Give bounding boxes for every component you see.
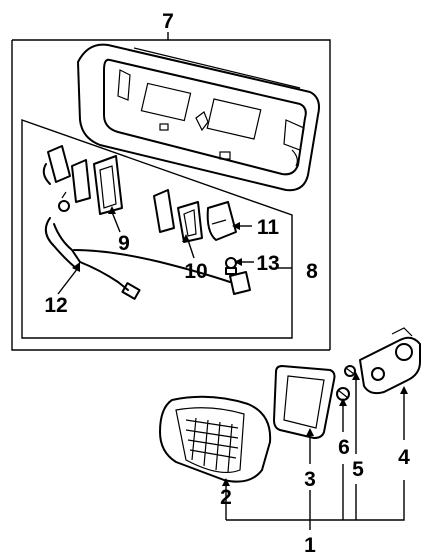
callout-10: 10 (184, 260, 207, 283)
sub-assembly-box (21, 119, 293, 339)
socket-11 (206, 201, 237, 241)
callout-8: 8 (306, 260, 318, 283)
callout-9: 9 (118, 232, 130, 255)
leader-lines (57, 206, 408, 530)
wire-harness-12 (44, 191, 251, 300)
bulb-13 (225, 257, 237, 275)
combination-lamp-2 (159, 395, 272, 483)
lens-gasket-3 (273, 365, 336, 439)
lamp-housing-panel (77, 43, 320, 192)
callout-4: 4 (398, 446, 410, 469)
callout-2: 2 (220, 486, 232, 509)
bulb-5 (344, 365, 356, 377)
lens-10 (153, 189, 203, 243)
callout-6: 6 (338, 436, 350, 459)
outer-assembly-box (11, 32, 331, 351)
callout-3: 3 (304, 468, 316, 491)
lens-9 (93, 155, 123, 215)
callout-7: 7 (162, 10, 174, 33)
callout-12: 12 (44, 294, 67, 317)
callout-11: 11 (257, 216, 280, 239)
socket-assembly-4 (359, 327, 421, 395)
callout-13: 13 (256, 252, 279, 275)
callout-1: 1 (304, 534, 316, 557)
callout-5: 5 (352, 458, 364, 481)
left-socket-parts (42, 145, 91, 203)
